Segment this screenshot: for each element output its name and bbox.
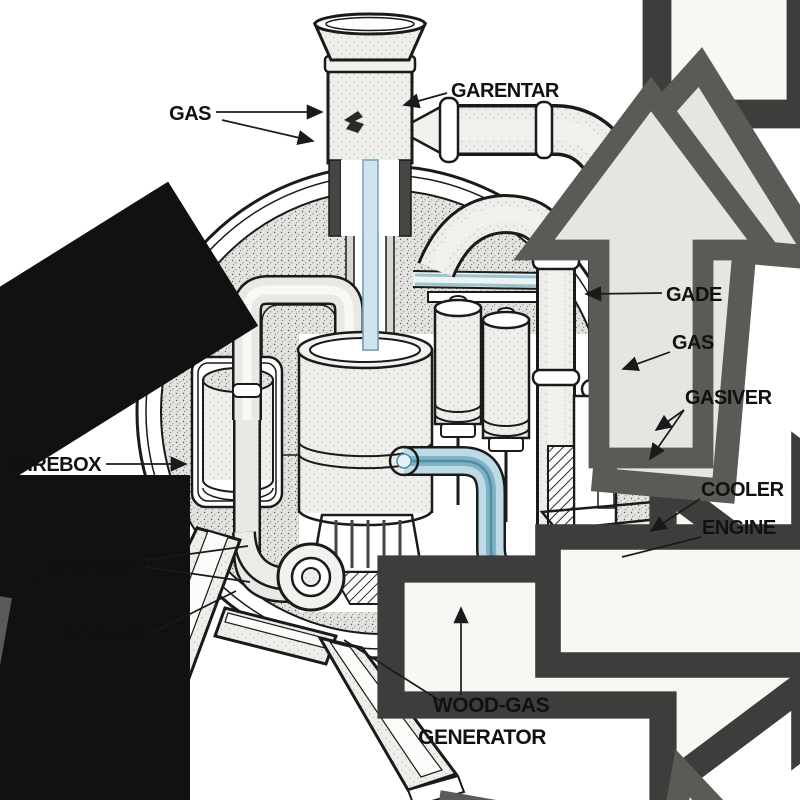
label-cooler-right: COOLER <box>701 479 785 501</box>
pipe-flange <box>534 100 554 160</box>
label-cooler-left: COOLER <box>64 625 148 647</box>
label-gas-top: GAS <box>169 103 211 125</box>
leader-cooler-right <box>649 498 701 532</box>
label-gasebox: GASEBOX <box>44 555 142 577</box>
leader-garentar <box>402 92 448 109</box>
label-gade: GADE <box>666 284 722 306</box>
blower <box>232 530 346 612</box>
leader-gas-top-2 <box>221 119 315 146</box>
label-woodgas-line2: GENERATOR <box>418 726 546 749</box>
filter-rail-pipe <box>412 270 547 303</box>
chimney <box>323 54 417 351</box>
gasiver-hatch <box>547 445 575 539</box>
leader-gasiver-1 <box>654 409 685 431</box>
pipe-flange <box>438 96 460 164</box>
blue-pipe-cap <box>388 445 420 477</box>
leader-gas-right <box>621 351 671 371</box>
firebox-cylinder <box>296 330 434 527</box>
leader-gasebox-1 <box>145 545 249 561</box>
label-woodgas-line1: WOOD-GAS <box>433 694 550 717</box>
leader-gasebox-2 <box>145 566 251 583</box>
leader-engine <box>621 536 702 558</box>
label-garentar: GARENTAR <box>451 80 560 102</box>
leader-gasiver-2 <box>649 409 685 461</box>
fuel-hopper-funnel <box>312 12 428 62</box>
pipe-coupling <box>232 383 262 398</box>
label-gas-right: GAS <box>672 332 714 354</box>
leader-gade <box>584 286 663 302</box>
pipe-coupling <box>531 368 581 387</box>
filter-cylinder-2 <box>481 307 531 522</box>
leader-woodgas-diagonal <box>343 639 443 703</box>
labels: GAS GARENTAR GADE GAS GASIVER COOLER ENG… <box>2 80 785 749</box>
label-engine: ENGINE <box>702 517 776 539</box>
leader-cooler-left <box>151 590 237 634</box>
leader-lines <box>106 92 702 703</box>
filter-cylinder-1 <box>433 295 483 505</box>
label-afirebox: AFIREBOX <box>2 454 103 476</box>
label-gasiver: GASIVER <box>685 387 773 409</box>
chimney-marking <box>344 111 364 133</box>
